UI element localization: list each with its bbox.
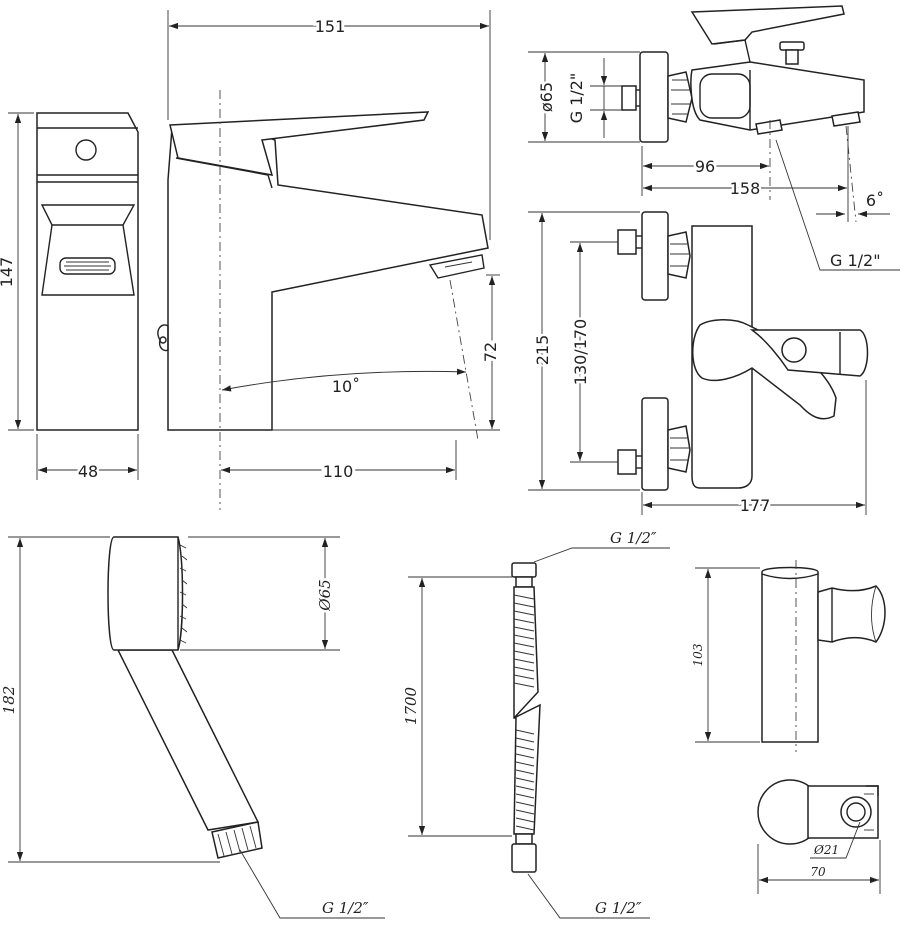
dim-g12-hose-bottom-label: G 1/2″ <box>595 899 642 917</box>
dim-177: 177 <box>641 380 867 518</box>
dim-65-top-label: ø65 <box>537 82 556 112</box>
dim-158: 158 <box>643 177 847 201</box>
dim-1700: 1700 <box>400 576 512 837</box>
dim-g12-inlet-label: G 1/2" <box>567 73 586 124</box>
dim-147-label: 147 <box>0 257 16 288</box>
bath-mixer-top-view <box>621 5 865 223</box>
dim-48-label: 48 <box>78 462 98 481</box>
dim-g12-outlet: G 1/2" <box>775 139 900 271</box>
dim-103-label: 103 <box>691 643 705 666</box>
dim-65-shower-label: Ø65 <box>316 579 334 611</box>
dim-72: 72 <box>272 274 503 431</box>
dim-110-label: 110 <box>323 462 354 481</box>
dim-48: 48 <box>36 434 139 484</box>
dim-70: 70 <box>757 840 881 894</box>
dim-70-label: 70 <box>810 865 826 879</box>
dim-65-top: ø65 <box>528 51 640 143</box>
dim-21-label: Ø21 <box>813 843 839 857</box>
dim-6-label: 6˚ <box>866 191 884 210</box>
dim-158-label: 158 <box>730 179 761 198</box>
dim-g12-inlet: G 1/2" <box>567 58 622 138</box>
hand-shower <box>107 536 263 859</box>
dim-72-label: 72 <box>481 342 500 362</box>
dim-130-170-label: 130/170 <box>571 319 590 385</box>
shower-hose <box>511 562 541 873</box>
dim-96-label: 96 <box>695 157 715 176</box>
dim-1700-label: 1700 <box>402 686 420 725</box>
dim-147: 147 <box>0 112 34 431</box>
dim-10-degrees: 10˚ <box>221 368 467 399</box>
basin-mixer-end-view <box>36 112 139 431</box>
dim-g12-outlet-label: G 1/2" <box>830 251 881 270</box>
dim-10-label: 10˚ <box>332 377 360 396</box>
bath-mixer-front-view <box>617 211 869 491</box>
dim-g12-hose-bottom: G 1/2″ <box>527 873 650 919</box>
dim-103: 103 <box>689 567 760 743</box>
dim-110: 110 <box>221 440 457 484</box>
wall-bracket-side <box>761 560 886 752</box>
dim-182: 182 <box>0 536 220 863</box>
dim-g12-shower-label: G 1/2″ <box>322 899 369 917</box>
dim-g12-hose-top: G 1/2″ <box>533 529 670 563</box>
wall-bracket-top <box>757 779 879 845</box>
dim-151-label: 151 <box>315 17 346 36</box>
dim-21: Ø21 <box>810 821 861 859</box>
dim-65-shower: Ø65 <box>180 536 340 651</box>
dim-6-degrees: 6˚ <box>816 126 890 222</box>
dim-182-label: 182 <box>0 686 18 715</box>
dim-96: 96 <box>641 146 769 196</box>
dim-215: 215 <box>528 211 640 491</box>
dim-130-170: 130/170 <box>569 241 618 463</box>
dim-151: 151 <box>167 10 491 240</box>
dim-215-label: 215 <box>533 335 552 366</box>
dim-177-label: 177 <box>740 496 771 515</box>
dim-g12-shower: G 1/2″ <box>239 849 385 919</box>
dim-g12-hose-top-label: G 1/2″ <box>610 529 657 547</box>
basin-mixer-profile <box>157 90 489 510</box>
